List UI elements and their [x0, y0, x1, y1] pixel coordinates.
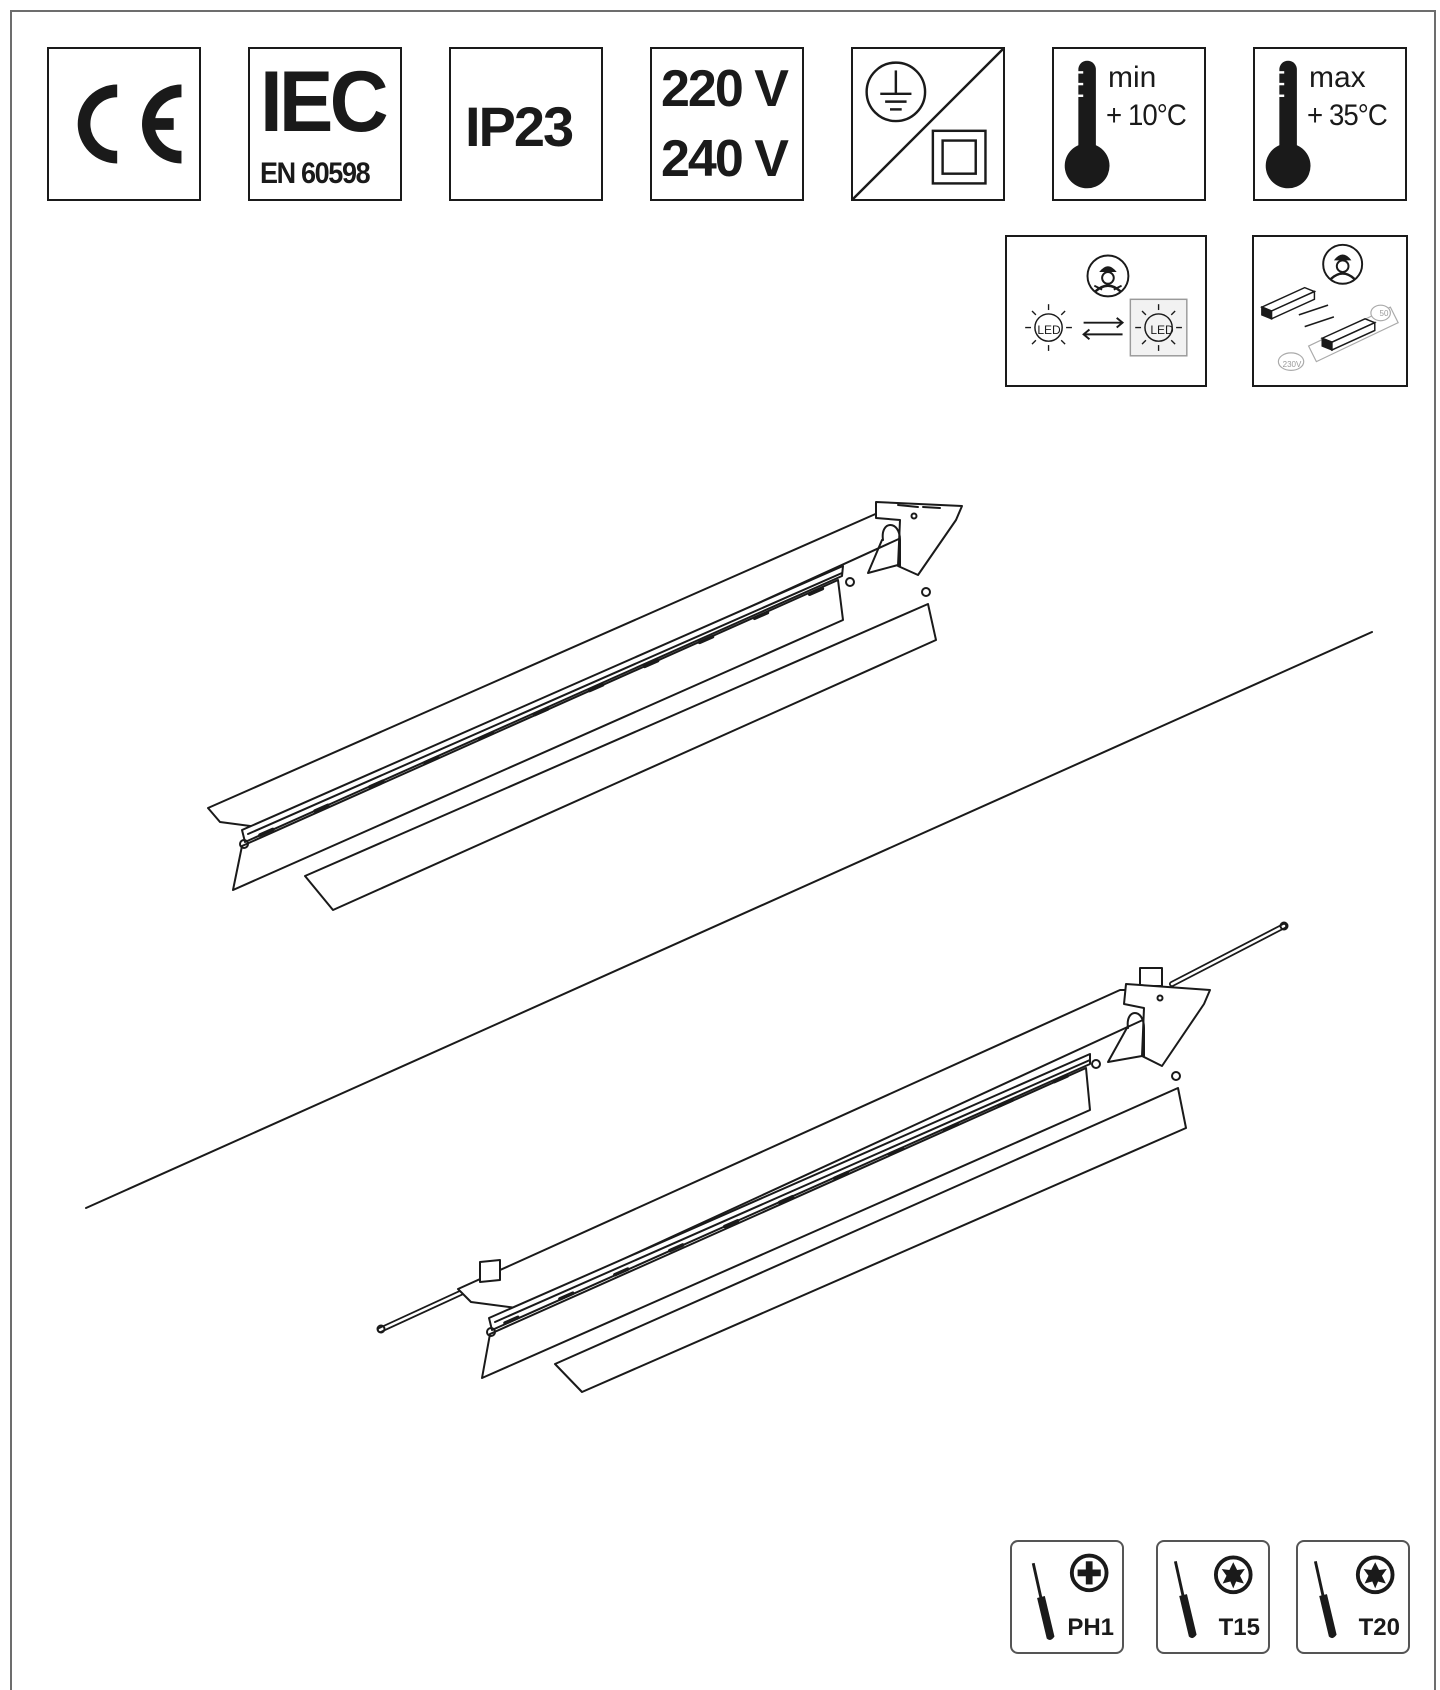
- temperature-min-symbol: min + 10°C: [1052, 47, 1206, 201]
- voltage-symbol: 220 V 240 V: [650, 47, 804, 201]
- voltage-240: 240 V: [661, 130, 789, 188]
- led-bulb-icon: [1135, 304, 1182, 351]
- technician-icon: [1086, 254, 1130, 298]
- ce-mark-icon: [77, 84, 182, 164]
- tool-label: T15: [1218, 1614, 1260, 1641]
- led-bulb-icon: [1025, 304, 1072, 351]
- led-label-old: LED: [1037, 323, 1061, 337]
- page-frame: [10, 10, 1436, 1690]
- ip-rating-symbol: IP23: [449, 47, 603, 201]
- swap-arrows-icon: [1298, 304, 1335, 328]
- screwdriver-icon: [1313, 1560, 1337, 1639]
- led-driver-icon: [1259, 286, 1317, 320]
- tool-label: PH1: [1067, 1614, 1114, 1641]
- led-driver-icon: [1320, 317, 1377, 352]
- voltage-220: 220 V: [661, 60, 789, 118]
- screwdriver-icon: [1031, 1562, 1055, 1641]
- tool-label: T20: [1358, 1614, 1400, 1641]
- temperature-max-symbol: max + 35°C: [1253, 47, 1407, 201]
- torx-screwdriver-icon: [1355, 1555, 1395, 1595]
- ce-mark-symbol: [47, 47, 201, 201]
- temperature-max-label: max: [1309, 61, 1366, 94]
- driver-replaceable-symbol: 50 230V: [1252, 235, 1408, 387]
- iec-title: IEC: [260, 54, 389, 150]
- separator-line: [85, 631, 1373, 1209]
- temperature-min-value: + 10°C: [1106, 99, 1187, 132]
- torx-screwdriver-icon: [1213, 1555, 1253, 1595]
- ip-rating-text: IP23: [465, 95, 574, 158]
- phillips-screwdriver-icon: [1069, 1553, 1109, 1593]
- luminaire-lower: [376, 921, 1289, 1393]
- tool-ph1: PH1: [1010, 1540, 1124, 1654]
- swap-arrows-icon: [1082, 317, 1125, 340]
- iec-standard-number: EN 60598: [260, 157, 371, 190]
- driver-badge-bottom: 230V: [1282, 360, 1302, 369]
- driver-badge-top: 50: [1379, 309, 1389, 318]
- thermometer-icon: [1064, 60, 1110, 189]
- tool-t15: T15: [1156, 1540, 1270, 1654]
- led-label-new: LED: [1150, 323, 1174, 337]
- temperature-min-label: min: [1108, 61, 1157, 94]
- screwdriver-icon: [1173, 1560, 1197, 1639]
- iec-standard-symbol: IEC EN 60598: [248, 47, 402, 201]
- protective-earth-icon: [865, 61, 927, 123]
- technician-icon: [1322, 243, 1364, 285]
- earth-class-ii-symbol: [851, 47, 1005, 201]
- luminaire-upper: [207, 501, 963, 911]
- temperature-max-value: + 35°C: [1307, 99, 1388, 132]
- tool-t20: T20: [1296, 1540, 1410, 1654]
- thermometer-icon: [1265, 60, 1311, 189]
- double-insulation-icon: [931, 129, 987, 185]
- led-replaceable-symbol: LED LED: [1005, 235, 1207, 387]
